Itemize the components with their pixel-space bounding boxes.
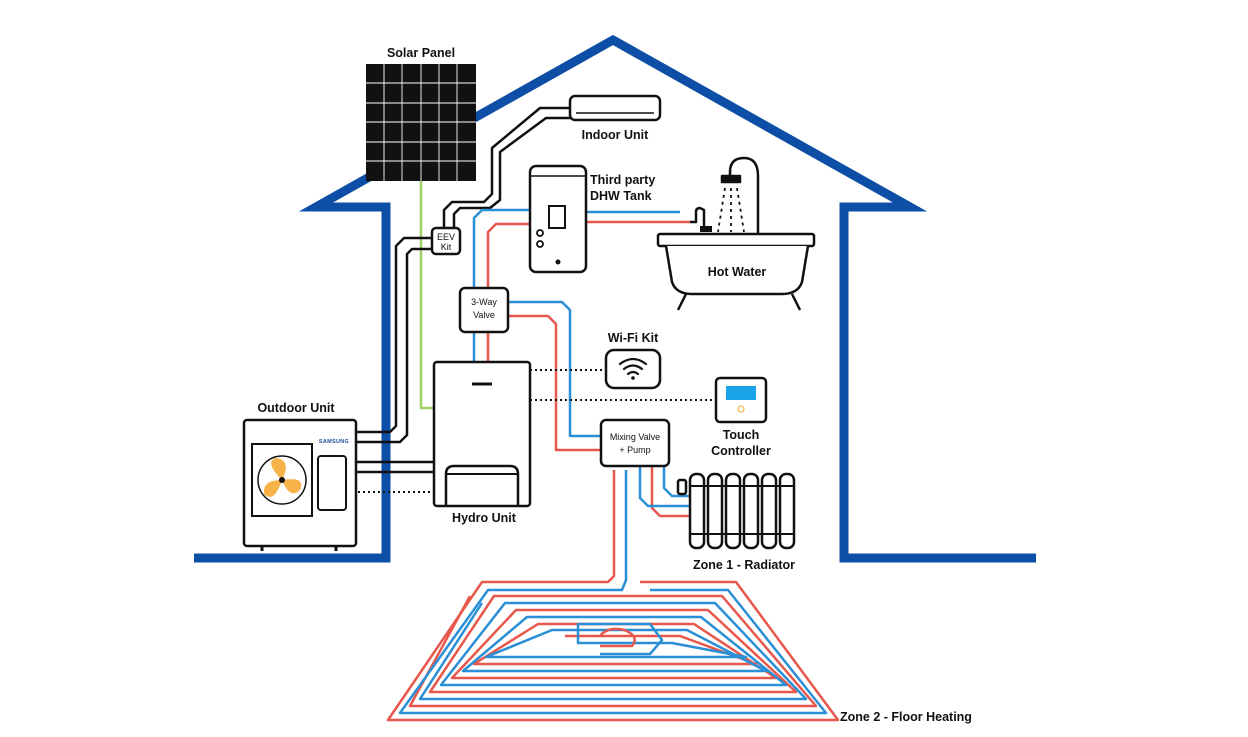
solar-panel-label: Solar Panel	[387, 46, 455, 60]
hydro-unit	[432, 360, 532, 508]
bathtub	[656, 156, 816, 311]
mixing-valve-label-line1: Mixing Valve	[610, 432, 660, 442]
eev-kit-label-line1: EEV	[437, 232, 455, 242]
floor-heating-coil	[386, 470, 840, 722]
hydro-unit-label: Hydro Unit	[452, 511, 517, 525]
touch-controller	[714, 376, 768, 424]
three-way-valve-label-line1: 3-Way	[471, 297, 497, 307]
indoor-unit	[568, 94, 662, 122]
wifi-kit	[604, 348, 662, 390]
outdoor-unit	[242, 418, 358, 551]
dhw-tank-label-line1: Third party	[590, 173, 655, 187]
dhw-tank-label-line2: DHW Tank	[590, 189, 652, 203]
refrigerant-lines	[356, 106, 572, 474]
eev-kit-label-line2: Kit	[441, 242, 452, 252]
indoor-unit-label: Indoor Unit	[582, 128, 649, 142]
mixing-valve-pump	[599, 418, 671, 468]
water-pipes	[472, 208, 690, 518]
outdoor-unit-brand: SAMSUNG	[319, 439, 349, 445]
radiator	[676, 472, 796, 550]
solar-wire	[419, 181, 434, 410]
wifi-icon	[618, 357, 648, 376]
touch-controller-label-line1: Touch	[723, 428, 760, 442]
solar-panel	[366, 64, 476, 181]
zone2-label: Zone 2 - Floor Heating	[840, 710, 972, 724]
hot-water-label: Hot Water	[708, 265, 767, 279]
three-way-valve	[458, 286, 510, 334]
dhw-tank	[528, 164, 588, 274]
eev-kit	[430, 226, 462, 256]
three-way-valve-label-line2: Valve	[473, 310, 495, 320]
floor-hot-pipe	[386, 470, 840, 722]
fan-icon	[263, 458, 302, 497]
floor-cold-pipe	[398, 470, 828, 715]
touch-controller-label-line2: Controller	[711, 444, 771, 458]
zone1-label: Zone 1 - Radiator	[693, 558, 795, 572]
shower-water-drops	[717, 187, 745, 233]
wifi-kit-label: Wi-Fi Kit	[608, 331, 659, 345]
mixing-valve-label-line2: + Pump	[619, 445, 650, 455]
outdoor-unit-label: Outdoor Unit	[257, 401, 335, 415]
